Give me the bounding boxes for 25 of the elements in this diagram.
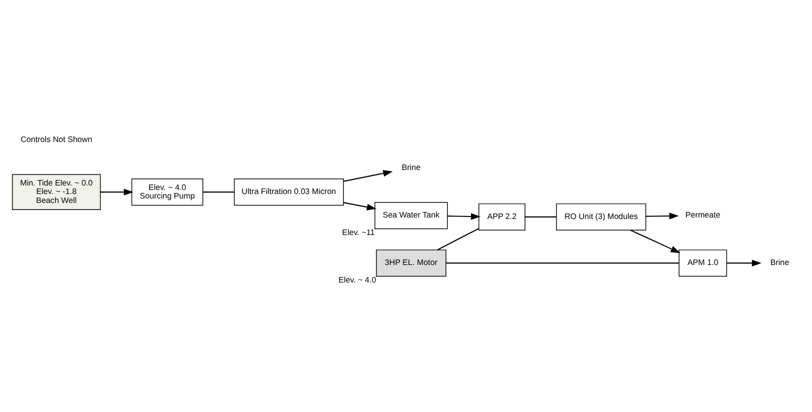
connector [525,216,556,218]
connector [446,262,679,264]
arrow [447,213,481,220]
node-box: Min. Tide Elev. ~ 0.0 Elev. ~ -1.8 Beach Well [12,174,101,210]
node-text: Permeate [685,210,720,220]
node-label: Elev. ~ 4.0 [338,276,376,285]
arrow [646,212,679,220]
arrow [100,188,134,196]
node-box: RO Unit (3) Modules [556,203,646,231]
arrow [630,230,680,254]
connector [203,192,234,193]
node-box: Sea Water Tank [374,202,448,230]
arrow [344,202,376,210]
node-box: APP 2.2 [478,203,526,231]
node-text: Brine [402,162,421,172]
arrow [344,170,393,182]
node-box: APM 1.0 [678,250,728,277]
label: Controls Not Shown [20,135,92,144]
node-box: Elev. ~ 4.0 Sourcing Pump [131,178,204,206]
node-box: 3HP EL. Motor [376,250,446,277]
node-label: Elev. ~11 [342,228,375,238]
arrow [726,260,762,266]
connector [437,228,479,250]
node-text: Brine [770,258,790,268]
node-box: Ultra Filtration 0.03 Micron [234,178,344,206]
